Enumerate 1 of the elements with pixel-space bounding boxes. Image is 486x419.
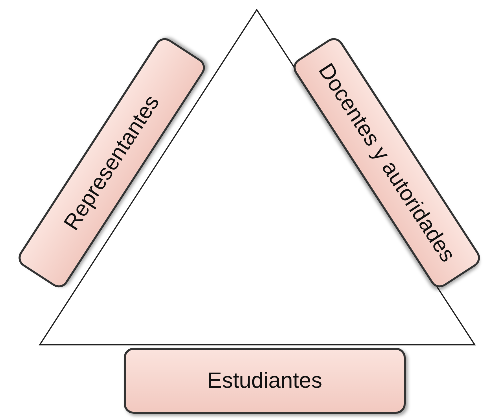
rounded-label-box: Estudiantes [124, 348, 406, 414]
